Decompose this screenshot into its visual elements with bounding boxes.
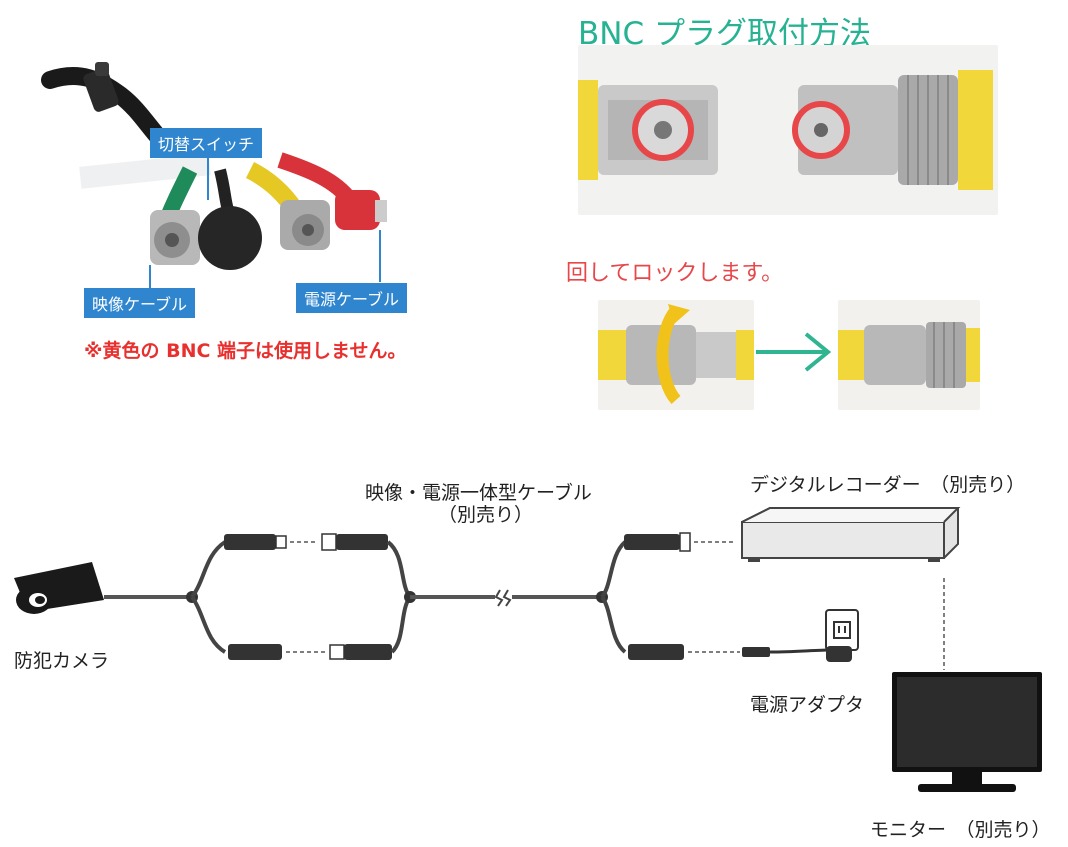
switch-callout: 切替スイッチ [150, 128, 263, 158]
camera-icon [14, 562, 104, 614]
rotate-to-lock-text: 回してロックします。 [566, 261, 784, 286]
rotate-arrow-icon [756, 330, 836, 374]
video-cable-callout: 映像ケーブル [84, 288, 196, 318]
unused-bnc-note: ※黄色の BNC 端子は使用しません。 [84, 340, 407, 362]
rotate-before-photo [598, 300, 754, 410]
power-adapter-icon [825, 609, 859, 662]
camera-label: 防犯カメラ [14, 650, 110, 672]
power-cable-callout: 電源ケーブル [296, 283, 408, 313]
recorder-icon [741, 507, 961, 562]
wiring-diagram [0, 500, 1068, 840]
rotate-after-photo [838, 300, 980, 410]
monitor-label: モニター （別売り） [870, 819, 1051, 841]
recorder-label: デジタルレコーダー （別売り） [750, 474, 1026, 496]
monitor-icon [892, 672, 1042, 792]
cable-name-label: 映像・電源一体型ケーブル [365, 482, 592, 504]
bnc-connectors-photo [578, 45, 998, 215]
cable-photo [40, 60, 460, 330]
cable-sold-separately-label: （別売り） [438, 504, 534, 526]
adapter-label: 電源アダプタ [750, 694, 865, 716]
cable-photo-illustration [41, 62, 387, 288]
